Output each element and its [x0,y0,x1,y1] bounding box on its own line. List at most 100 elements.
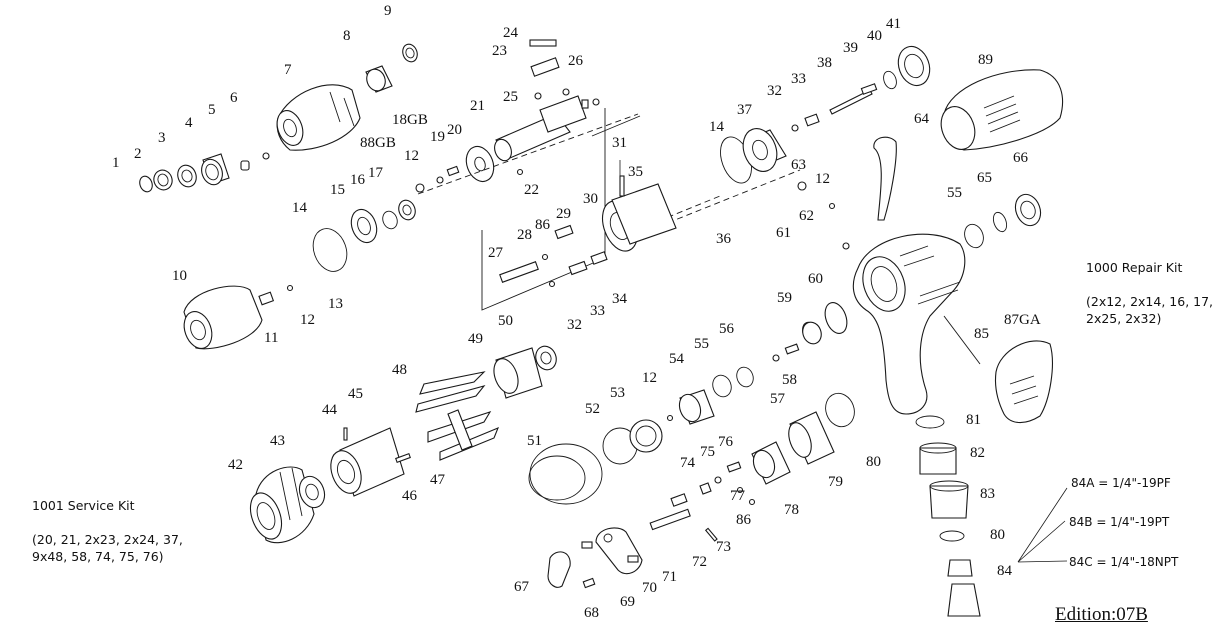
part-number-label: 26 [568,53,584,69]
part-number-label: 22 [524,182,539,198]
part-number-label: 39 [843,40,858,56]
part-number-label: 42 [228,457,243,473]
part-number-label: 52 [585,401,600,417]
part-number-label: 14 [709,119,725,135]
part-number-label: 73 [716,539,731,555]
part-number-label: 75 [700,444,715,460]
part-number-label: 8 [343,28,351,44]
part-number-label: 60 [808,271,823,287]
part-number-label: 80 [866,454,881,470]
inlet-spec-a: 84A = 1/4"-19PF [1071,476,1171,490]
part-number-label: 28 [517,227,532,243]
part-number-label: 50 [498,313,513,329]
part-number-label: 34 [612,291,628,307]
front-assembly-drawing [139,43,418,193]
part-number-label: 76 [718,434,734,450]
part-number-label: 63 [791,157,806,173]
part-number-label: 88GB [360,135,396,151]
repair-kit-note: 1000 Repair Kit (2x12, 2x14, 16, 17, 2x2… [1086,242,1213,327]
part-number-label: 57 [770,391,786,407]
part-number-label: 58 [782,372,797,388]
part-number-label: 10 [172,268,187,284]
part-number-label: 62 [799,208,814,224]
part-number-label: 44 [322,402,338,418]
housing-drawing [797,136,1053,617]
part-number-label: 12 [642,370,657,386]
valve-assembly-drawing [528,321,855,589]
part-number-label: 86 [736,512,752,528]
part-number-label: 35 [628,164,643,180]
service-kit-note: 1001 Service Kit (20, 21, 2x23, 2x24, 37… [32,480,183,565]
edition-label: Edition:07B [1055,604,1148,625]
part-number-label: 11 [264,330,278,346]
part-number-label: 20 [447,122,462,138]
motor-rotor-drawing [249,345,557,544]
part-number-label: 4 [185,115,193,131]
part-number-label: 38 [817,55,832,71]
part-number-label: 13 [328,296,343,312]
part-number-label: 70 [642,580,657,596]
part-number-label: 79 [828,474,843,490]
part-number-label: 23 [492,43,507,59]
part-number-label: 36 [716,231,732,247]
part-number-label: 14 [292,200,308,216]
part-number-label: 74 [680,455,696,471]
part-number-label: 64 [914,111,930,127]
part-number-label: 15 [330,182,345,198]
part-number-label: 56 [719,321,735,337]
part-number-label: 55 [947,185,962,201]
part-number-label: 48 [392,362,407,378]
part-number-label: 33 [590,303,605,319]
clutch-assembly-drawing [183,39,639,350]
part-number-label: 7 [284,62,292,78]
part-number-label: 5 [208,102,216,118]
part-number-label: 1 [112,155,120,171]
part-number-label: 43 [270,433,285,449]
part-number-label: 82 [970,445,985,461]
part-number-label: 41 [886,16,901,32]
part-number-label: 12 [404,148,419,164]
part-number-label: 19 [430,129,445,145]
part-number-label: 54 [669,351,685,367]
part-number-label: 77 [730,488,746,504]
part-number-label: 32 [567,317,582,333]
part-number-label: 25 [503,89,518,105]
part-number-label: 12 [815,171,830,187]
part-number-label: 9 [384,3,392,19]
part-number-label: 31 [612,135,627,151]
part-number-label: 87GA [1004,312,1041,328]
part-number-label: 6 [230,90,238,106]
part-number-label: 33 [791,71,806,87]
repair-kit-items: (2x12, 2x14, 16, 17, 2x25, 2x32) [1086,294,1214,326]
part-number-label: 78 [784,502,799,518]
part-number-label: 21 [470,98,485,114]
part-number-label: 67 [514,579,530,595]
part-number-label: 71 [662,569,677,585]
part-number-label: 40 [867,28,882,44]
part-number-label: 12 [300,312,315,328]
part-number-label: 55 [694,336,709,352]
part-number-label: 47 [430,472,446,488]
protective-boot-drawing [940,69,1063,151]
part-number-label: 16 [350,172,366,188]
service-kit-title: 1001 Service Kit [32,498,135,513]
part-number-label: 84 [997,563,1013,579]
part-number-label: 3 [158,130,166,146]
part-number-label: 83 [980,486,995,502]
part-number-label: 65 [977,170,992,186]
part-number-label: 27 [488,245,504,261]
part-number-label: 81 [966,412,981,428]
part-number-label: 49 [468,331,483,347]
part-number-label: 46 [402,488,418,504]
part-number-label: 18GB [392,112,428,128]
repair-kit-title: 1000 Repair Kit [1086,260,1183,275]
part-number-label: 30 [583,191,598,207]
part-number-label: 51 [527,433,542,449]
part-number-label: 24 [503,25,519,41]
part-number-label: 66 [1013,150,1029,166]
part-number-label: 61 [776,225,791,241]
inlet-spec-c: 84C = 1/4"-18NPT [1069,555,1179,569]
part-number-label: 59 [777,290,792,306]
